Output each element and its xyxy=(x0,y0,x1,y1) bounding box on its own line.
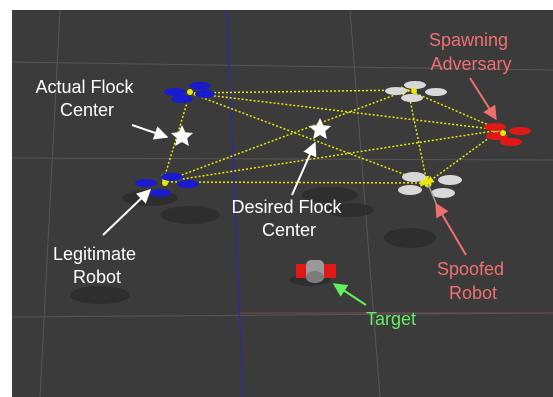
actual-flock-center-label: Actual Flock Center xyxy=(35,77,138,120)
spoofed-robot-label: Spoofed Robot xyxy=(437,259,509,303)
formation-edges xyxy=(161,86,501,187)
spawning-adversary-label: Spawning Adversary xyxy=(429,30,513,74)
target-arrow xyxy=(332,283,367,306)
target-label: Target xyxy=(366,309,416,329)
blue-axis-line xyxy=(226,9,244,397)
actual-flock-center-arrow xyxy=(131,124,169,140)
robot-white-top xyxy=(385,81,447,102)
desired-flock-center-arrow xyxy=(291,141,317,196)
target-object xyxy=(296,260,336,283)
legitimate-robot-top xyxy=(164,82,215,103)
ground-grid xyxy=(11,9,553,397)
spoofed-robot-arrow xyxy=(435,202,467,256)
actual-flock-center-star xyxy=(170,125,194,146)
spawning-adversary-arrow xyxy=(469,77,497,121)
spawning-adversary-robot xyxy=(484,123,531,146)
legitimate-robot xyxy=(135,173,199,197)
legitimate-robot-label: Legitimate Robot xyxy=(53,244,141,287)
legitimate-robot-arrow xyxy=(102,189,152,236)
spoofed-robot xyxy=(398,172,462,209)
desired-flock-center-label: Desired Flock Center xyxy=(231,197,346,240)
scene-background xyxy=(12,10,553,397)
desired-flock-center-star xyxy=(308,118,332,139)
